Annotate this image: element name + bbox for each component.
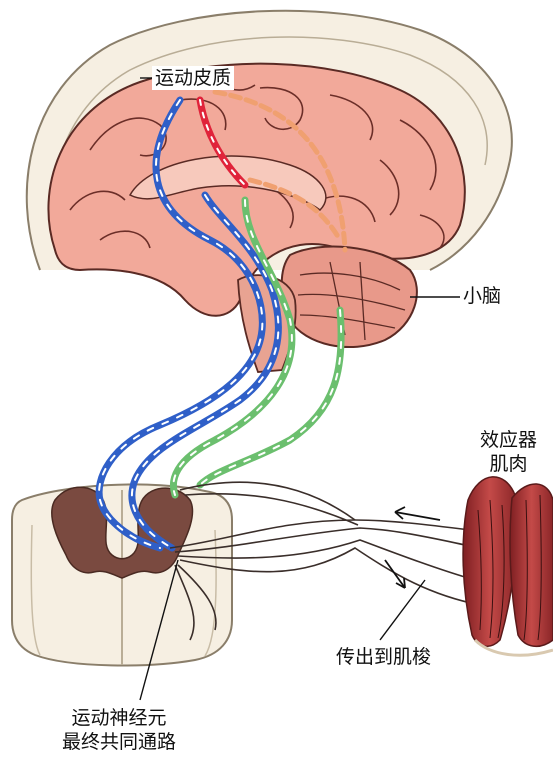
cerebellum-label: 小脑: [463, 284, 501, 308]
spinal-cord: [12, 484, 232, 665]
efferent-arrow: [385, 560, 405, 588]
final-common-path-label: 运动神经元 最终共同通路: [62, 706, 176, 754]
effector-muscle-label: 效应器 肌肉: [480, 428, 537, 476]
effector-label: 效应器: [480, 428, 537, 452]
direction-arrows: [385, 507, 440, 588]
efferent-to-spindle-label: 传出到肌梭: [336, 645, 431, 669]
motor-neuron-label: 运动神经元: [62, 706, 176, 730]
final-common-pathway-label: 最终共同通路: [62, 730, 176, 754]
leader-spindle: [380, 580, 425, 640]
muscle-label: 肌肉: [480, 452, 537, 476]
muscle-effector: [463, 477, 553, 655]
motor-cortex-label: 运动皮质: [152, 66, 234, 90]
